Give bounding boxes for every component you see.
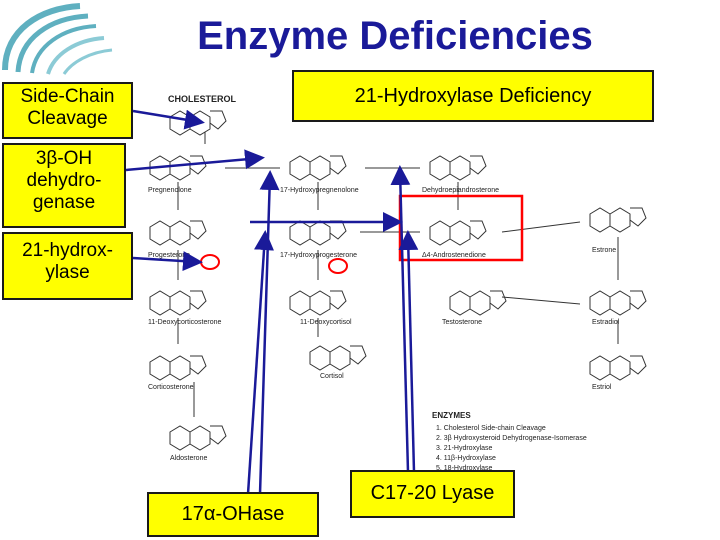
label-line: Cleavage	[27, 107, 108, 129]
enzyme-item: 3. 21-Hydroxylase	[436, 445, 493, 452]
label-17a-ohase: 17α-OHase	[147, 492, 319, 537]
blocked-step-marker	[328, 258, 348, 274]
label-c17-20-lyase: C17-20 Lyase	[350, 470, 515, 518]
steroid-pathway-diagram: CHOLESTEROL Pregnenolone 17-Hydroxypregn…	[130, 82, 690, 522]
compound-estrone: Estrone	[592, 247, 616, 254]
page-title: Enzyme Deficiencies	[197, 14, 593, 58]
label-3b-oh-dehydrogenase: 3β-OH dehydro- genase	[2, 143, 126, 228]
enzymes-heading: ENZYMES	[432, 411, 471, 420]
compound-hydroxypregnenolone: 17-Hydroxypregnenolone	[280, 187, 359, 194]
label-line: Side-Chain	[20, 86, 115, 107]
compound-corticosterone: Corticosterone	[148, 384, 194, 391]
compound-progesterone: Progesterone	[148, 252, 190, 259]
compound-testosterone: Testosterone	[442, 319, 482, 326]
enzyme-item: 2. 3β Hydroxysteroid Dehydrogenase-Isome…	[436, 435, 587, 442]
label-line: 3β-OH	[35, 148, 93, 169]
enzyme-item: 5. 18-Hydroxylase	[436, 465, 493, 472]
label-side-chain-cleavage: Side-Chain Cleavage	[2, 82, 133, 139]
label-line: 21-hydrox-	[22, 240, 113, 261]
enzyme-item: 4. 11β-Hydroxylase	[436, 455, 496, 462]
compound-estriol: Estriol	[592, 384, 612, 391]
compound-deoxycortisol: 11-Deoxycortisol	[300, 319, 352, 326]
logo-icon	[2, 3, 113, 75]
enzyme-item: 1. Cholesterol Side-chain Cleavage	[436, 425, 546, 432]
label-line: ylase	[45, 261, 90, 283]
compound-hydroxyprogesterone: 17-Hydroxyprogesterone	[280, 252, 357, 259]
cholesterol-label: CHOLESTEROL	[168, 94, 237, 104]
label-line: dehydro-	[26, 169, 102, 191]
compound-androstenedione: Δ4-Androstenedione	[422, 252, 486, 259]
compound-aldosterone: Aldosterone	[170, 455, 207, 462]
compound-pregnenolone: Pregnenolone	[148, 187, 192, 194]
label-21-hydroxylase: 21-hydrox- ylase	[2, 232, 133, 300]
label-21-hydroxylase-deficiency: 21-Hydroxylase Deficiency	[292, 70, 654, 122]
label-line: genase	[32, 191, 96, 213]
compound-estradiol: Estradiol	[592, 319, 620, 326]
compound-dhea: Dehydroepiandrosterone	[422, 187, 499, 194]
compound-deoxycorticosterone: 11-Deoxycorticosterone	[148, 319, 222, 326]
compound-cortisol: Cortisol	[320, 373, 344, 380]
